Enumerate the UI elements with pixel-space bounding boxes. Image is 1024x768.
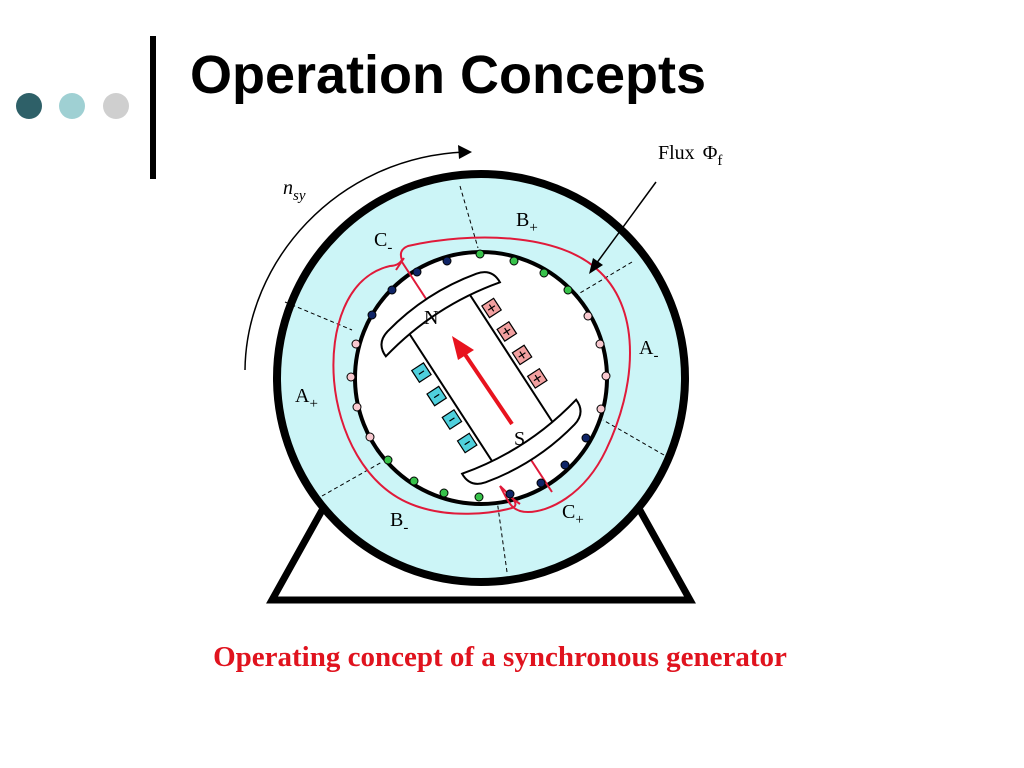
flux-gap-marker [395, 257, 405, 271]
rotation-speed-label: nsy [283, 177, 306, 204]
phase-label-b-minus: B- [390, 509, 408, 536]
conductor-navy [505, 489, 515, 499]
title-decoration-dots [16, 93, 129, 119]
conductor-pink [596, 404, 606, 414]
conductor-green [383, 455, 393, 465]
phase-label-b-plus: B+ [516, 209, 538, 236]
conductor-green [563, 285, 573, 295]
phase-label-c-plus: C+ [562, 501, 584, 528]
stator-conductors [346, 249, 611, 502]
conductor-navy [581, 433, 591, 443]
conductor-navy [560, 460, 570, 470]
conductor-green [539, 268, 549, 278]
decor-dot-teal [59, 93, 85, 119]
phase-label-c-minus: C- [374, 229, 392, 256]
conductor-navy [367, 310, 377, 320]
conductor-pink [346, 372, 356, 382]
rotation-direction-arrow [244, 145, 472, 371]
conductor-pink [352, 402, 362, 412]
field-coils-plus [481, 297, 548, 389]
flux-loop-left [332, 259, 517, 515]
decor-dot-gray [103, 93, 129, 119]
decor-dot-dark [16, 93, 42, 119]
conductor-pink [365, 432, 375, 442]
conductor-navy [536, 478, 546, 488]
conductor-navy [412, 267, 422, 277]
conductor-pink [583, 311, 593, 321]
field-coils-minus [410, 362, 478, 454]
slide-title: Operation Concepts [190, 45, 707, 105]
flux-pointer-arrow [589, 181, 657, 274]
conductor-pink [351, 339, 361, 349]
conductor-green [409, 476, 419, 486]
phase-boundaries [284, 185, 665, 573]
pole-label-south: S [514, 428, 525, 450]
flux-loop-outer [399, 236, 631, 514]
conductor-green [474, 492, 484, 502]
conductor-green [475, 249, 485, 259]
conductor-green [509, 256, 519, 266]
rotor-pole-south [460, 398, 582, 485]
title-separator-bar [150, 36, 156, 179]
conductor-pink [595, 339, 605, 349]
conductor-navy [387, 285, 397, 295]
figure-caption: Operating concept of a synchronous gener… [213, 641, 787, 673]
field-direction-arrow [452, 336, 514, 426]
rotor-pole-north [380, 271, 502, 358]
conductor-navy [442, 256, 452, 266]
conductor-pink [601, 371, 611, 381]
phase-label-a-plus: A+ [295, 385, 318, 412]
conductor-green [439, 488, 449, 498]
pole-label-north: N [424, 307, 438, 329]
phase-label-a-minus: A- [639, 337, 658, 364]
